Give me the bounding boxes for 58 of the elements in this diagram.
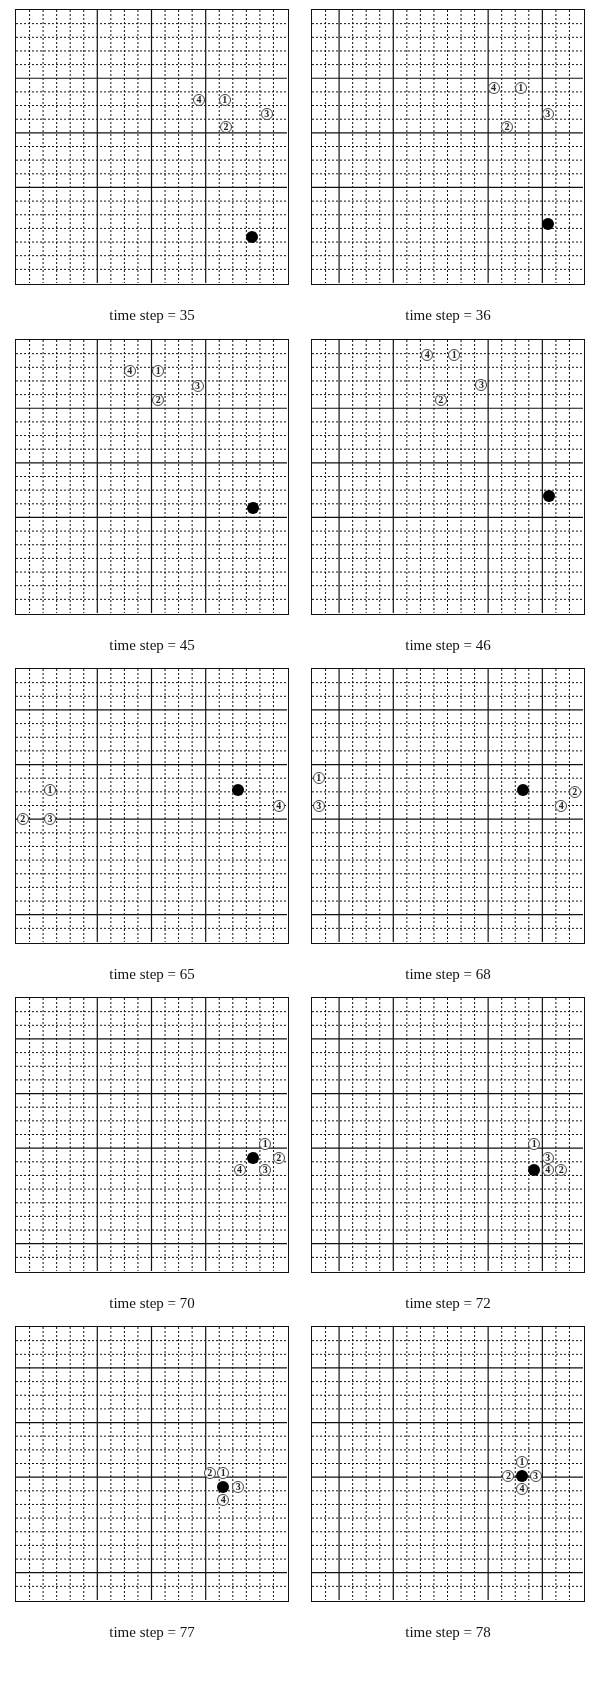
numbered-marker: 1 bbox=[516, 1456, 528, 1469]
numbered-marker: 4 bbox=[541, 1164, 554, 1176]
numbered-marker: 2 bbox=[502, 1469, 515, 1482]
panel-caption: time step = 70 bbox=[109, 1295, 195, 1312]
numbered-marker: 2 bbox=[272, 1151, 285, 1164]
numbered-marker: 4 bbox=[217, 1494, 230, 1507]
numbered-marker: 1 bbox=[218, 94, 231, 107]
numbered-marker: 1 bbox=[514, 81, 527, 94]
numbered-marker: 4 bbox=[192, 94, 205, 107]
numbered-marker: 3 bbox=[260, 107, 273, 120]
numbered-marker: 1 bbox=[312, 772, 325, 785]
numbered-marker: 2 bbox=[203, 1467, 216, 1480]
filled-dot bbox=[247, 501, 260, 514]
numbered-marker: 2 bbox=[555, 1164, 568, 1176]
numbered-marker: 1 bbox=[217, 1467, 230, 1480]
numbered-marker: 3 bbox=[475, 379, 488, 392]
numbered-marker: 1 bbox=[448, 349, 461, 361]
numbered-marker: 4 bbox=[123, 365, 136, 378]
numbered-marker: 1 bbox=[259, 1138, 272, 1151]
panel-caption: time step = 68 bbox=[405, 966, 491, 983]
numbered-marker: 2 bbox=[16, 813, 29, 826]
panel-caption: time step = 65 bbox=[109, 966, 195, 983]
numbered-marker: 3 bbox=[232, 1480, 245, 1493]
numbered-marker: 1 bbox=[152, 365, 165, 378]
panel-caption: time step = 45 bbox=[109, 637, 195, 654]
numbered-marker: 1 bbox=[528, 1138, 541, 1151]
panel-caption: time step = 36 bbox=[405, 307, 491, 324]
numbered-marker: 3 bbox=[541, 107, 554, 120]
filled-dot bbox=[245, 230, 258, 243]
filled-dot bbox=[543, 489, 556, 502]
numbered-marker: 4 bbox=[421, 349, 434, 361]
filled-dot bbox=[217, 1480, 230, 1493]
numbered-marker: 3 bbox=[541, 1151, 554, 1164]
numbered-marker: 4 bbox=[272, 799, 285, 812]
numbered-marker: 2 bbox=[220, 121, 232, 134]
panel-caption: time step = 35 bbox=[109, 307, 195, 324]
numbered-marker: 2 bbox=[501, 121, 514, 134]
numbered-marker: 4 bbox=[516, 1483, 528, 1496]
panel-caption: time step = 46 bbox=[405, 637, 491, 654]
numbered-marker: 4 bbox=[487, 81, 500, 94]
panel-caption: time step = 72 bbox=[405, 1295, 491, 1312]
numbered-marker: 3 bbox=[529, 1469, 542, 1482]
numbered-marker: 3 bbox=[191, 380, 204, 393]
filled-dot bbox=[232, 784, 245, 797]
numbered-marker: 4 bbox=[555, 799, 568, 812]
numbered-marker: 3 bbox=[312, 799, 325, 812]
filled-dot bbox=[528, 1164, 541, 1176]
filled-dot bbox=[541, 218, 554, 231]
filled-dot bbox=[247, 1151, 260, 1164]
filled-dot bbox=[517, 784, 530, 797]
panel-caption: time step = 77 bbox=[109, 1624, 195, 1641]
panel-caption: time step = 78 bbox=[405, 1624, 491, 1641]
numbered-marker: 2 bbox=[568, 785, 581, 798]
numbered-marker: 3 bbox=[259, 1164, 272, 1176]
numbered-marker: 4 bbox=[233, 1164, 246, 1176]
numbered-marker: 2 bbox=[152, 394, 165, 407]
numbered-marker: 1 bbox=[43, 784, 56, 797]
filled-dot bbox=[516, 1469, 528, 1482]
